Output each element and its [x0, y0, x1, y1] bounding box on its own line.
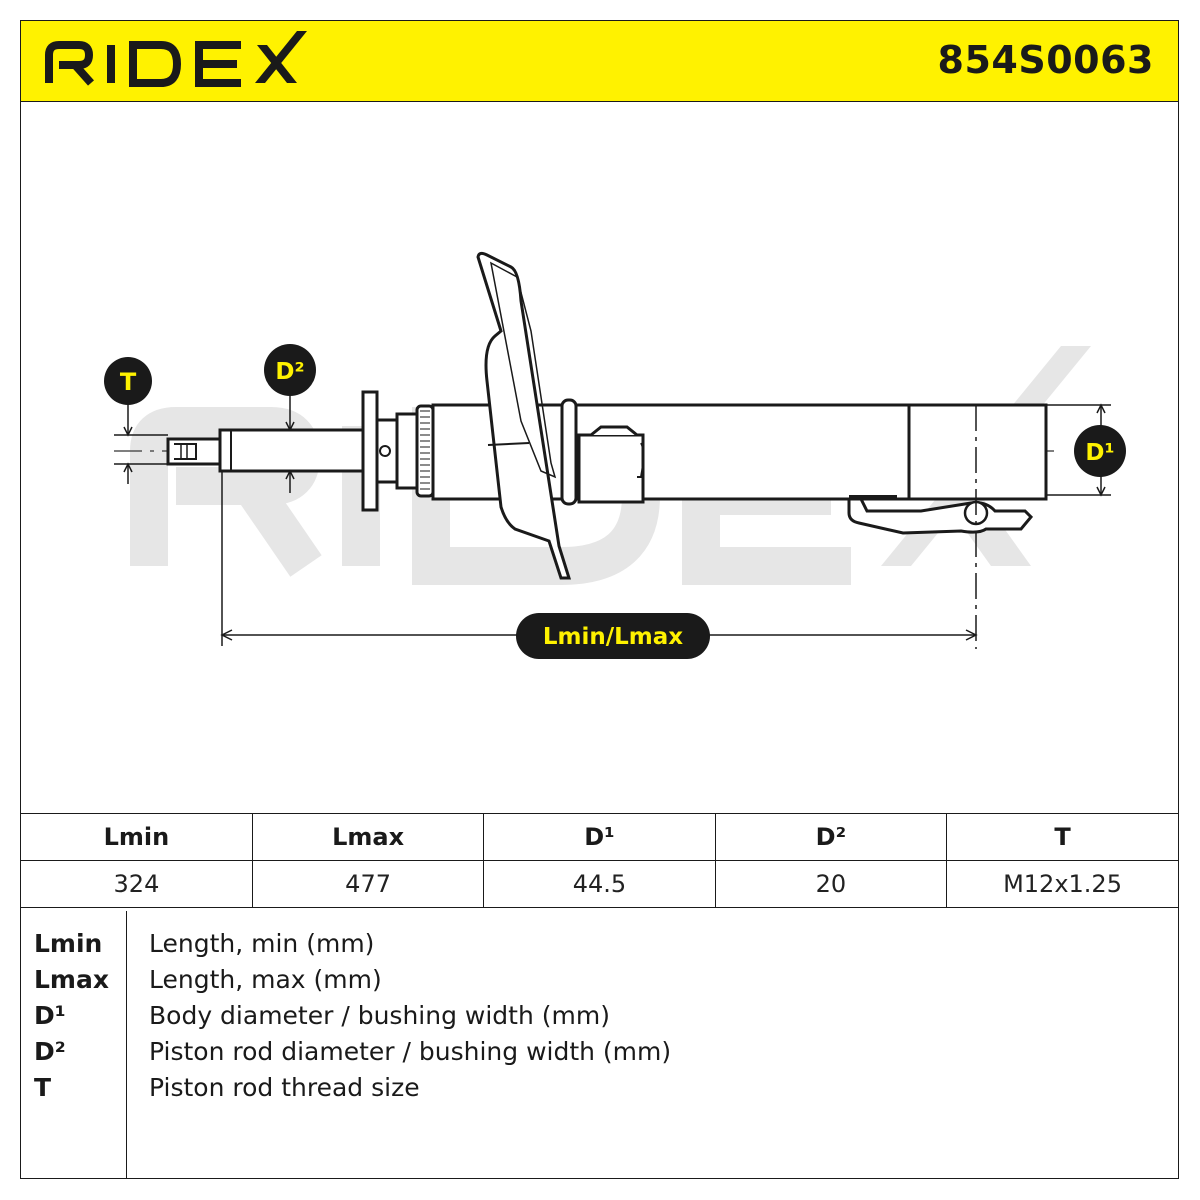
length-badge: Lmin/Lmax [516, 613, 710, 659]
spec-value-d1: 44.5 [483, 860, 716, 908]
thread-stud [166, 437, 222, 466]
t-badge: T [104, 357, 152, 405]
length-badge-label: Lmin/Lmax [543, 624, 683, 650]
legend-divider [126, 911, 127, 1179]
spring-plate [476, 251, 572, 580]
legend-key: Lmax [34, 965, 109, 994]
legend-key: D¹ [34, 1001, 66, 1030]
legend-desc: Piston rod diameter / bushing width (mm) [149, 1037, 672, 1066]
legend-row: D² Piston rod diameter / bushing width (… [21, 1037, 1178, 1073]
legend: Lmin Length, min (mm) Lmax Length, max (… [21, 911, 1178, 1179]
legend-row: Lmax Length, max (mm) [21, 965, 1178, 1001]
spec-value-lmax: 477 [251, 860, 485, 908]
technical-drawing: T D² D¹ Lmin/Lmax [21, 101, 1178, 813]
d1-badge: D¹ [1074, 425, 1126, 477]
legend-row: Lmin Length, min (mm) [21, 929, 1178, 965]
spec-table: Lmin Lmax D¹ D² T 324 477 44.5 20 M12x1.… [21, 813, 1178, 908]
legend-desc: Piston rod thread size [149, 1073, 420, 1102]
top-mount-plate [361, 390, 379, 512]
spec-header-lmax: Lmax [251, 813, 485, 861]
part-number: 854S0063 [937, 38, 1154, 82]
legend-key: D² [34, 1037, 66, 1066]
legend-key: T [34, 1073, 52, 1102]
d2-badge-label: D² [275, 359, 304, 385]
spec-header-lmin: Lmin [21, 813, 253, 861]
spec-header-d1: D¹ [483, 813, 716, 861]
legend-row: D¹ Body diameter / bushing width (mm) [21, 1001, 1178, 1037]
datasheet-frame: 854S0063 [20, 20, 1179, 1179]
piston-rod [218, 428, 365, 473]
legend-desc: Body diameter / bushing width (mm) [149, 1001, 610, 1030]
seal-ring [560, 398, 578, 506]
bracket-block [577, 433, 645, 504]
ridex-logo [45, 31, 307, 87]
legend-key: Lmin [34, 929, 103, 958]
legend-row: T Piston rod thread size [21, 1073, 1178, 1109]
spec-value-d2: 20 [714, 860, 948, 908]
legend-desc: Length, max (mm) [149, 965, 382, 994]
t-badge-label: T [120, 368, 137, 396]
legend-desc: Length, min (mm) [149, 929, 375, 958]
spec-header-t: T [946, 813, 1178, 861]
spec-value-row: 324 477 44.5 20 M12x1.25 [21, 860, 1178, 908]
spec-header-row: Lmin Lmax D¹ D² T [21, 813, 1178, 861]
d2-badge: D² [264, 344, 316, 396]
d1-badge-label: D¹ [1085, 440, 1114, 466]
spec-value-t: M12x1.25 [946, 860, 1178, 908]
header-bar: 854S0063 [21, 21, 1178, 102]
spec-value-lmin: 324 [21, 860, 253, 908]
spec-header-d2: D² [714, 813, 948, 861]
body-lower [907, 403, 1048, 501]
shock-absorber-drawing: T D² D¹ Lmin/Lmax [104, 251, 1126, 659]
